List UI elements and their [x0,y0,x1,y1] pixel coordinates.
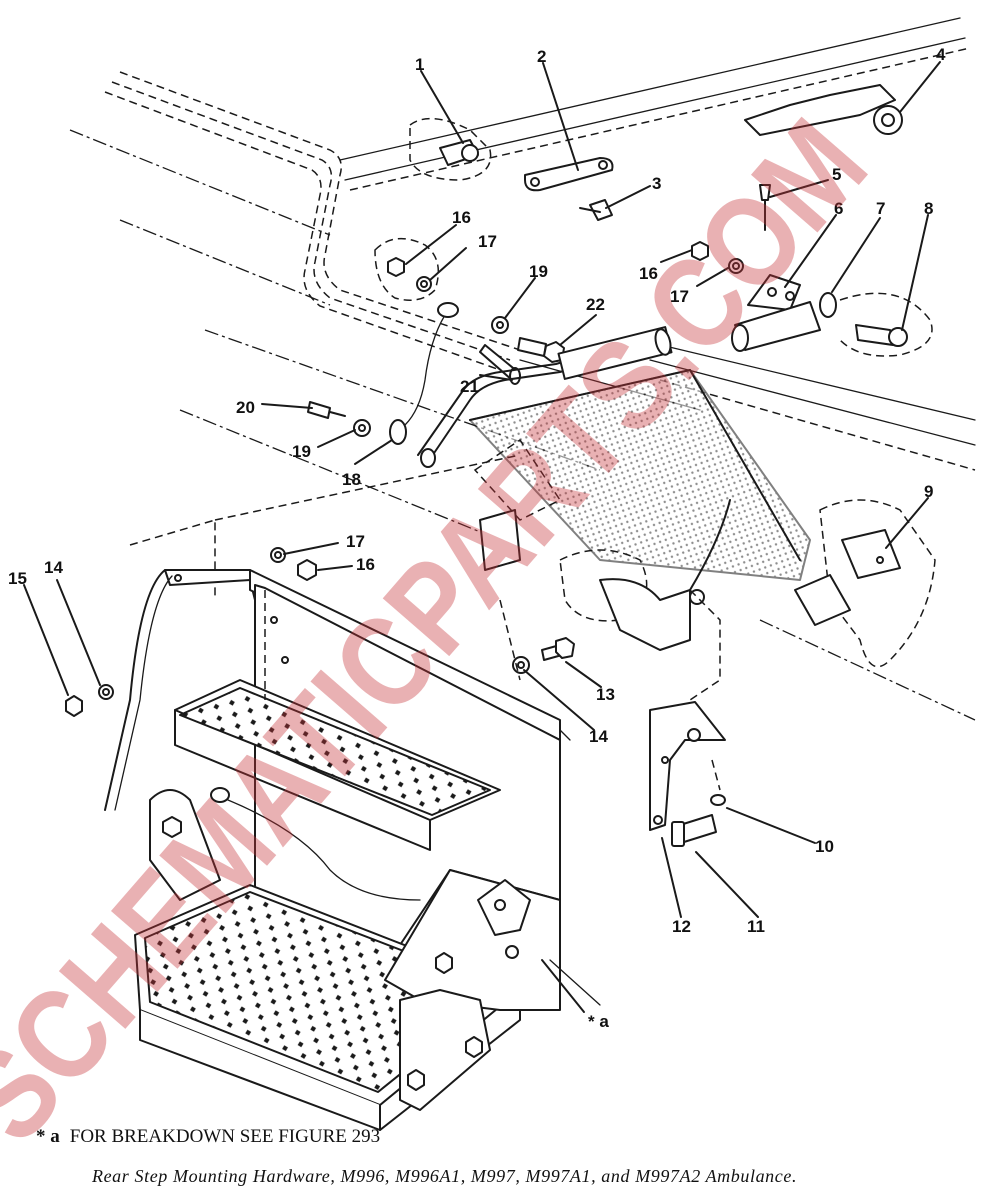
callout-2: 2 [537,47,546,66]
callout-22: 22 [586,295,605,314]
callout-17c: 17 [346,532,365,551]
callout-5: 5 [832,165,841,184]
callout-8: 8 [924,199,933,218]
callout-4: 4 [936,45,946,64]
callout-17a: 17 [478,232,497,251]
footnote-marker: * a [36,1126,60,1147]
callout-19a: 19 [529,262,548,281]
upper-hardware [409,84,933,357]
callout-14b: 14 [44,558,63,577]
breakdown-footnote: * a FOR BREAKDOWN SEE FIGURE 293 [36,1126,380,1148]
fasteners [65,237,744,717]
callout-numbers: 1 2 3 4 5 6 7 8 9 10 11 12 13 14 14 15 1… [8,45,946,1031]
callout-9: 9 [924,482,933,501]
callout-20: 20 [236,398,255,417]
callout-16a: 16 [452,208,471,227]
callout-15: 15 [8,569,27,588]
callout-19b: 19 [292,442,311,461]
callout-6: 6 [834,199,843,218]
mounting-tray [469,369,936,701]
grab-handle [389,302,673,468]
bracket-12 [649,701,726,847]
rear-step-assembly [104,454,601,1131]
footnote-text: FOR BREAKDOWN SEE FIGURE 293 [69,1126,381,1147]
callout-7: 7 [876,199,885,218]
callout-11: 11 [747,917,765,936]
callout-3: 3 [652,174,661,193]
callout-1: 1 [415,55,424,74]
callout-14a: 14 [589,727,608,746]
callout-17b: 17 [670,287,689,306]
callout-star-a: * a [588,1012,609,1031]
callout-18: 18 [342,470,361,489]
callout-10: 10 [815,837,834,856]
callout-13: 13 [596,685,615,704]
callout-12: 12 [672,917,691,936]
callout-21: 21 [460,377,479,396]
figure-caption: Rear Step Mounting Hardware, M996, M996A… [92,1166,798,1186]
leader-lines [23,61,941,1013]
callout-16c: 16 [356,555,375,574]
callout-16b: 16 [639,264,658,283]
